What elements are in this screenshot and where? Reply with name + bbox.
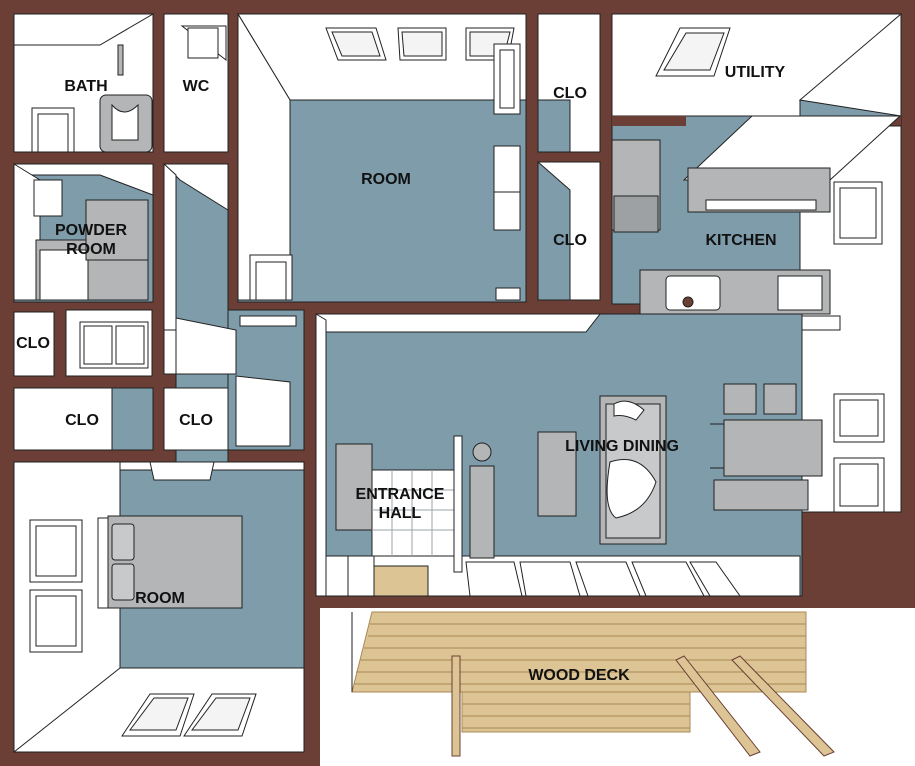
wc-room bbox=[163, 13, 229, 153]
wood-deck bbox=[312, 608, 915, 766]
kitchen-partition bbox=[612, 116, 686, 126]
plant bbox=[472, 442, 492, 462]
label-kitchen: KITCHEN bbox=[705, 232, 776, 249]
powder-cabinet bbox=[65, 309, 153, 377]
coffee-table bbox=[537, 431, 577, 517]
label-living-dining: LIVING DINING bbox=[565, 438, 679, 455]
deck-post bbox=[451, 655, 461, 757]
dining-table bbox=[710, 383, 823, 511]
dining-windows bbox=[833, 393, 885, 513]
closet-e bbox=[163, 387, 229, 451]
bath-room bbox=[13, 13, 155, 153]
label-entrance-2: HALL bbox=[379, 505, 422, 522]
label-powder-1: POWDER bbox=[55, 222, 127, 239]
closet-b bbox=[536, 161, 601, 301]
fridge bbox=[611, 139, 661, 233]
range-hood bbox=[682, 115, 902, 213]
closet-c bbox=[13, 311, 55, 377]
utility-skylight bbox=[655, 27, 731, 77]
label-powder-2: ROOM bbox=[66, 241, 116, 258]
label-clo-d: CLO bbox=[65, 412, 99, 429]
label-entrance-1: ENTRANCE bbox=[356, 486, 445, 503]
room-labels: BATH WC ROOM CLO CLO UTILITY POWDER ROOM… bbox=[16, 64, 785, 684]
label-room-top: ROOM bbox=[361, 171, 411, 188]
towel-rail bbox=[117, 44, 124, 76]
label-clo-e: CLO bbox=[179, 412, 213, 429]
skylight-windows bbox=[325, 27, 515, 61]
label-utility: UTILITY bbox=[725, 64, 786, 81]
door bbox=[249, 254, 293, 301]
bottom-room-windows bbox=[29, 461, 257, 737]
deck-beam-1 bbox=[675, 655, 761, 757]
closet-a bbox=[537, 13, 601, 153]
bottom-room bbox=[12, 461, 305, 753]
top-room bbox=[237, 12, 527, 303]
label-clo-b: CLO bbox=[553, 232, 587, 249]
label-bath: BATH bbox=[64, 78, 107, 95]
closet-d bbox=[13, 387, 154, 451]
deck-beam-2 bbox=[731, 655, 835, 757]
hallway bbox=[162, 162, 305, 466]
entrance-tiles bbox=[372, 470, 454, 556]
label-clo-c: CLO bbox=[16, 335, 50, 352]
kitchen-window bbox=[833, 181, 883, 245]
label-room-bottom: ROOM bbox=[135, 590, 185, 607]
label-wood-deck: WOOD DECK bbox=[528, 667, 630, 684]
label-clo-a: CLO bbox=[553, 85, 587, 102]
shoe-cabinet bbox=[469, 465, 495, 559]
entrance-hall bbox=[335, 435, 495, 597]
bed bbox=[97, 515, 243, 609]
label-wc: WC bbox=[183, 78, 210, 95]
sofa bbox=[599, 395, 667, 545]
powder-room bbox=[13, 163, 154, 303]
front-windows bbox=[465, 561, 741, 597]
entrance-door bbox=[453, 435, 463, 573]
side-windows bbox=[493, 43, 521, 301]
